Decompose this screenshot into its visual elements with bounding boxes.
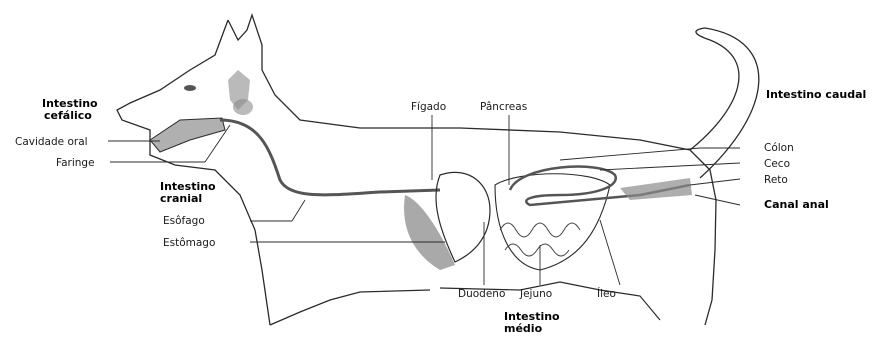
jejunum-loops-2 (505, 244, 569, 256)
label-pancreas: Pâncreas (480, 101, 527, 113)
dog-tail (690, 28, 759, 178)
dog-eye (184, 85, 196, 91)
rectum-organ (620, 178, 692, 200)
label-intestino-cranial-2: cranial (160, 193, 202, 205)
label-jejuno: Jejuno (520, 288, 552, 300)
oral-cavity (150, 118, 225, 152)
label-ileo: Íleo (597, 288, 616, 300)
label-intestino-cefalico-2: cefálico (44, 110, 92, 122)
esophagus-tube (220, 120, 440, 195)
label-canal-anal: Canal anal (764, 199, 829, 211)
label-esofago: Esôfago (163, 215, 205, 227)
label-intestino-caudal: Intestino caudal (766, 89, 866, 101)
label-figado: Fígado (411, 101, 446, 113)
dog-outline (117, 15, 716, 325)
label-estomago: Estômago (163, 237, 215, 249)
label-duodeno: Duodeno (458, 288, 505, 300)
label-reto: Reto (764, 174, 788, 186)
salivary-gland (233, 99, 253, 115)
jejunum-loops (500, 223, 580, 237)
label-faringe: Faringe (56, 157, 95, 169)
label-colon: Cólon (764, 142, 794, 154)
label-intestino-medio-2: médio (504, 323, 542, 335)
label-cavidade-oral: Cavidade oral (15, 136, 88, 148)
liver-organ (404, 195, 455, 270)
label-ceco: Ceco (764, 158, 790, 170)
